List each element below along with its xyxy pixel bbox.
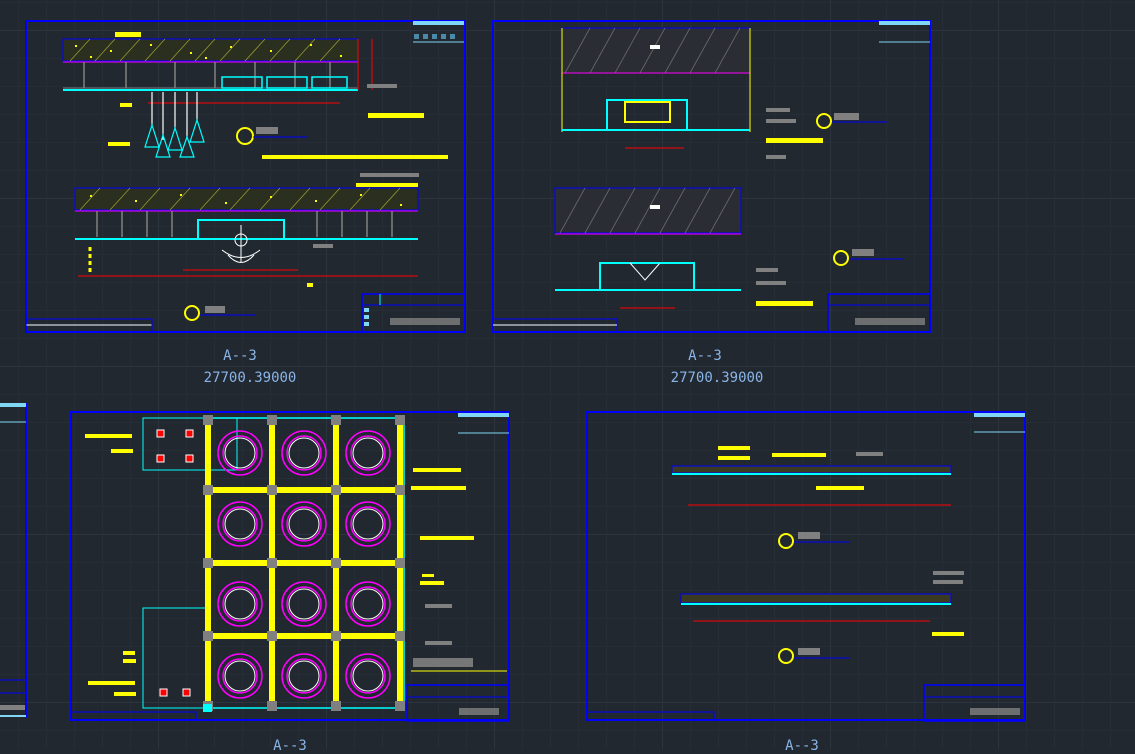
column [203, 631, 213, 641]
column [203, 485, 213, 495]
drawing-sheet-partial-left[interactable] [0, 400, 30, 720]
coffer-inner [352, 508, 384, 540]
sheet-4-name: A--3 [785, 738, 819, 754]
coffer-inner [288, 660, 320, 692]
coffer-ring [345, 653, 391, 699]
column [395, 631, 405, 641]
coffer-ring [350, 586, 386, 622]
coffer-inner [288, 588, 320, 620]
sheet-1-drawing [25, 20, 466, 333]
coffer-inner [224, 508, 256, 540]
column [267, 415, 277, 425]
column [331, 631, 341, 641]
column [267, 631, 277, 641]
column [331, 415, 341, 425]
coffer-ring [286, 658, 322, 694]
beam-vertical [333, 418, 339, 708]
beam-vertical [205, 418, 211, 708]
coffer-ring [345, 581, 391, 627]
coffer-ring [281, 653, 327, 699]
sheet-2-name: A--3 [688, 348, 722, 364]
column [203, 415, 213, 425]
partial-sheet-drawing [0, 403, 27, 718]
beam-vertical [269, 418, 275, 708]
coffer-inner [288, 508, 320, 540]
column [267, 485, 277, 495]
column [267, 701, 277, 711]
coffer-ring [281, 430, 327, 476]
coffer-ring [350, 658, 386, 694]
coffer-ring [350, 506, 386, 542]
coffer-ring [345, 430, 391, 476]
column [395, 485, 405, 495]
beam-horizontal [208, 633, 404, 639]
coffer-ring [222, 435, 258, 471]
column [331, 485, 341, 495]
coffer-ring [217, 581, 263, 627]
sheet-1-coords: 27700.39000 [203, 370, 297, 386]
coffer-inner [224, 660, 256, 692]
column [395, 415, 405, 425]
coffer-ring [217, 430, 263, 476]
coffer-ring [286, 586, 322, 622]
column [203, 701, 213, 711]
sheet-2-coords: 27700.39000 [670, 370, 764, 386]
column [203, 558, 213, 568]
coffer-ring [350, 435, 386, 471]
beam-horizontal [208, 487, 404, 493]
column [267, 558, 277, 568]
coffer-ring [222, 586, 258, 622]
coffer-ring [217, 653, 263, 699]
coffer-ring [222, 506, 258, 542]
coffer-inner [352, 588, 384, 620]
coffer-inner [288, 437, 320, 469]
drawing-sheet-1[interactable] [0, 0, 480, 340]
coffer-ring [286, 435, 322, 471]
column [331, 558, 341, 568]
coffer-inner [224, 437, 256, 469]
sheet-3-name: A--3 [273, 738, 307, 754]
coffer-inner [352, 437, 384, 469]
coffer-ring [222, 658, 258, 694]
coffer-ring [345, 501, 391, 547]
column [331, 701, 341, 711]
coffer-ring [281, 581, 327, 627]
column [395, 558, 405, 568]
coffer-ring [281, 501, 327, 547]
coffer-inner [224, 588, 256, 620]
coffer-ring [286, 506, 322, 542]
sheet-1-name: A--3 [223, 348, 257, 364]
beam-horizontal [208, 560, 404, 566]
coffer-ring [217, 501, 263, 547]
beam-vertical [397, 418, 403, 708]
coffer-inner [352, 660, 384, 692]
column [395, 701, 405, 711]
